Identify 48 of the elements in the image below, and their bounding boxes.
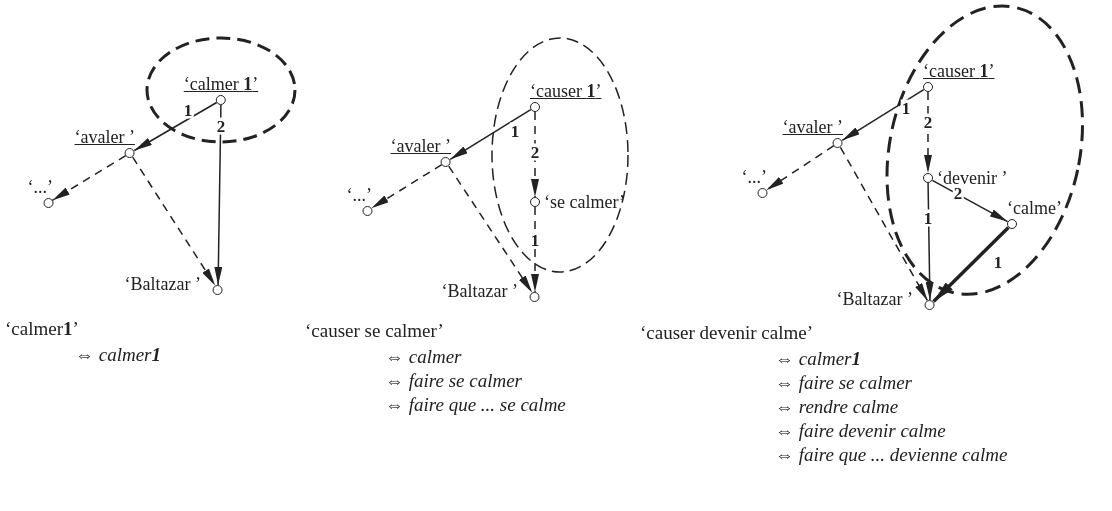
edge-label: 1 <box>922 209 934 227</box>
paraphrase-text: ⇔ faire se calmer <box>775 372 913 394</box>
arrow <box>531 111 539 198</box>
arrow <box>133 101 218 152</box>
node-label: ‘avaler ’ <box>390 135 451 157</box>
arrow <box>214 104 223 286</box>
gloss-text: ‘causer se calmer’ <box>305 320 444 342</box>
dashed-ellipse <box>144 35 298 145</box>
paraphrase-text: ⇔ rendre calme <box>775 396 899 418</box>
arrow <box>925 182 934 301</box>
node-label: ‘...’ <box>741 166 767 188</box>
edge-label: 2 <box>215 117 227 135</box>
edge-label: 1 <box>509 122 521 140</box>
gloss-text: ‘calmer1’ <box>5 318 79 340</box>
node-label: ‘...’ <box>346 184 372 206</box>
gloss-text: ‘causer devenir calme’ <box>640 322 813 344</box>
node-label: ‘avaler ’ <box>782 116 843 138</box>
arrow <box>765 145 835 191</box>
paraphrase-text: ⇔ calmer1 <box>775 348 861 370</box>
edge-label: 2 <box>529 143 541 161</box>
arrow <box>839 146 929 302</box>
node-label: ‘causer 1’ <box>530 80 602 102</box>
node-label: ‘se calmer’ <box>544 191 626 213</box>
node-label: ‘causer 1’ <box>923 60 995 82</box>
node-label: ‘...’ <box>27 176 53 198</box>
node-label: ‘calmer 1’ <box>183 73 259 95</box>
edge-label: 1 <box>900 99 912 117</box>
arrow <box>449 108 532 161</box>
node-label: ‘Baltazar ’ <box>836 288 913 310</box>
arrow <box>841 88 925 142</box>
node-label: ‘calme’ <box>1007 197 1062 219</box>
arrow <box>932 226 1010 303</box>
arrow <box>370 163 443 210</box>
arrow <box>448 165 533 294</box>
paraphrase-text: ⇔ faire devenir calme <box>775 420 946 442</box>
arrow <box>131 156 217 287</box>
paraphrase-text: ⇔ calmer1 <box>75 344 161 366</box>
arrow <box>931 179 1009 223</box>
node-label: ‘Baltazar ’ <box>441 280 518 302</box>
arrow <box>51 154 127 202</box>
paraphrase-text: ⇔ faire que ... se calme <box>385 394 566 416</box>
paraphrase-text: ⇔ faire que ... devienne calme <box>775 444 1008 466</box>
paraphrase-text: ⇔ calmer <box>385 346 462 368</box>
arrow <box>924 91 932 174</box>
node-label: ‘Baltazar ’ <box>124 273 201 295</box>
paraphrase-text: ⇔ faire se calmer <box>385 370 523 392</box>
node-label: ‘avaler ’ <box>74 126 135 148</box>
arrow <box>531 206 539 293</box>
